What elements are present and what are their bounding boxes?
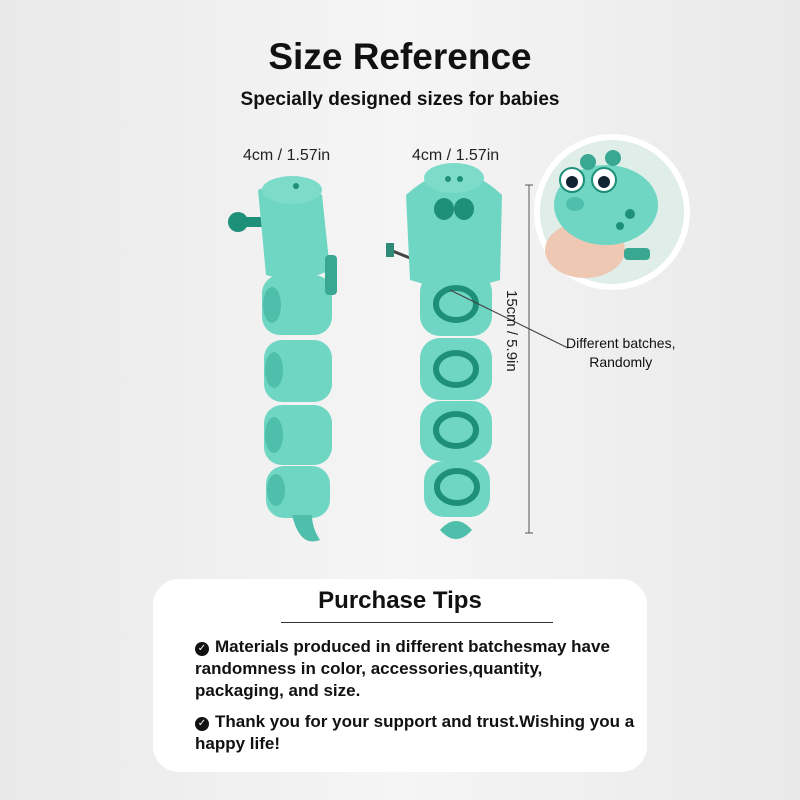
tip-text: Thank you for your support and trust.Wis… [195, 712, 635, 753]
width-label-left: 4cm / 1.57in [243, 147, 331, 164]
check-circle-icon: ✓ [195, 642, 209, 656]
tip-text: Materials produced in different batchesm… [195, 637, 610, 700]
page-title: Size Reference [268, 36, 532, 77]
page-subtitle: Specially designed sizes for babies [240, 89, 560, 110]
batch-callout: Different batches, Randomly [566, 334, 675, 372]
height-label: 15cm / 5.9in [503, 290, 520, 372]
purchase-tips-card: Purchase Tips ✓Materials produced in dif… [153, 579, 647, 772]
width-label-right: 4cm / 1.57in [412, 147, 500, 164]
batch-callout-line-1: Different batches, [566, 335, 676, 351]
tip-item: ✓Thank you for your support and trust.Wi… [195, 711, 635, 755]
caterpillar-front-view [386, 163, 502, 539]
callout-line [449, 289, 569, 349]
inset-photo [534, 134, 690, 290]
purchase-tips-divider [281, 622, 553, 623]
batch-callout-line-2: Randomly [589, 354, 653, 370]
purchase-tips-title: Purchase Tips [318, 587, 482, 614]
caterpillar-side-view [228, 176, 337, 542]
tip-item: ✓Materials produced in different batches… [195, 636, 635, 702]
check-circle-icon: ✓ [195, 717, 209, 731]
